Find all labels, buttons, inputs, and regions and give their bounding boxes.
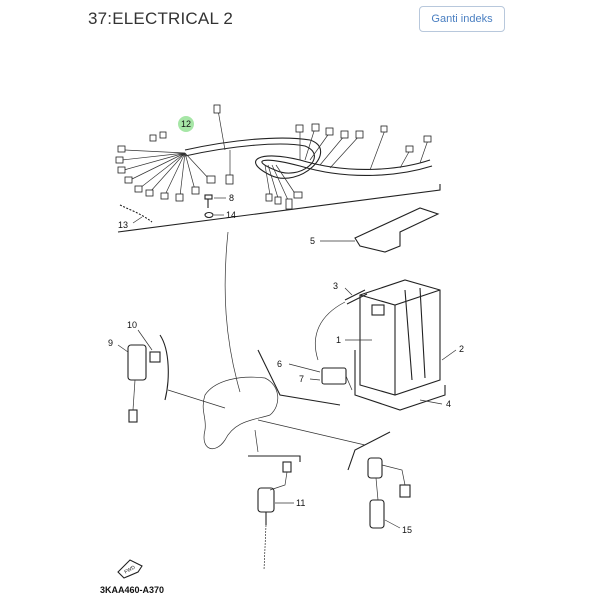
group-bracket [117, 184, 441, 233]
battery[interactable] [359, 279, 441, 396]
part-label-12[interactable]: 12 [181, 119, 191, 129]
part-label-15[interactable]: 15 [402, 525, 412, 535]
rear-brake-switch[interactable] [367, 457, 411, 529]
battery-case[interactable] [354, 350, 446, 411]
part-label-10[interactable]: 10 [127, 320, 137, 330]
wire-harness[interactable] [115, 104, 433, 210]
leader-line [224, 231, 241, 393]
fwd-arrow-icon: FWD [117, 559, 143, 579]
group-bracket-left [159, 334, 169, 401]
main-switch[interactable] [127, 344, 161, 423]
bracket-line [257, 349, 341, 406]
motorcycle-outline [167, 376, 366, 453]
part-label-1[interactable]: 1 [336, 335, 341, 345]
fuse[interactable] [314, 289, 368, 361]
drawing-code: 3KAA460-A370 [100, 585, 164, 595]
starter-relay[interactable] [321, 367, 353, 391]
part-label-13[interactable]: 13 [118, 220, 128, 230]
part-label-6[interactable]: 6 [277, 359, 282, 369]
part-label-9[interactable]: 9 [108, 338, 113, 348]
bracket-plate[interactable] [354, 207, 440, 253]
part-label-3[interactable]: 3 [333, 281, 338, 291]
part-label-8[interactable]: 8 [229, 193, 234, 203]
part-label-2[interactable]: 2 [459, 344, 464, 354]
page-title: 37:ELECTRICAL 2 [88, 9, 234, 28]
svg-text:FWD: FWD [124, 564, 137, 575]
group-bracket-right [347, 431, 391, 471]
neutral-switch[interactable] [257, 461, 292, 571]
part-label-11[interactable]: 11 [296, 498, 305, 508]
group-bracket-bottom [248, 455, 301, 462]
cable-clip-band[interactable] [119, 204, 153, 224]
part-label-14[interactable]: 14 [226, 210, 236, 220]
washer[interactable] [204, 211, 224, 219]
bolt[interactable] [204, 194, 226, 208]
part-label-4[interactable]: 4 [446, 399, 451, 409]
highlight-marker [178, 116, 194, 132]
part-label-7[interactable]: 7 [299, 374, 304, 384]
change-index-button[interactable]: Ganti indeks [419, 6, 505, 32]
part-label-5[interactable]: 5 [310, 236, 315, 246]
